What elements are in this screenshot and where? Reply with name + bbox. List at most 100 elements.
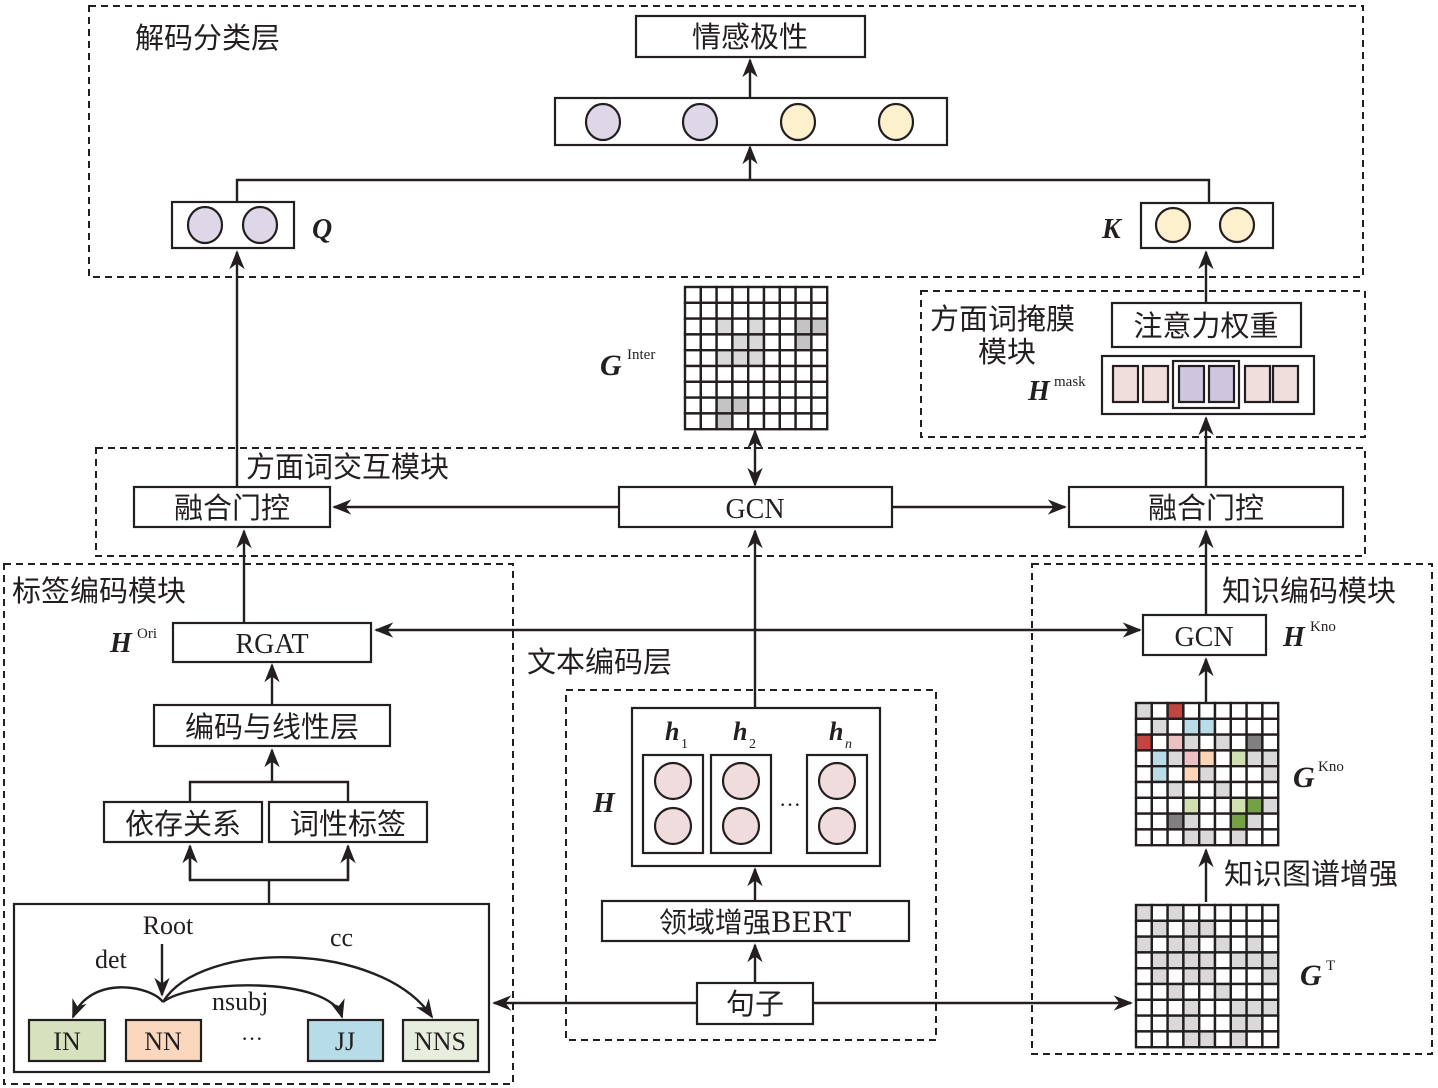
sentence-label: 句子	[726, 987, 784, 1021]
grid-cell	[1182, 935, 1201, 954]
sentiment-polarity-label: 情感极性	[692, 20, 808, 54]
qk-merge-line	[235, 178, 1211, 202]
grid-cell	[1134, 998, 1154, 1017]
output-node	[681, 102, 719, 142]
grid-cell	[699, 285, 718, 305]
grid-cell	[1134, 796, 1154, 815]
tag-nns-label: NNS	[414, 1027, 466, 1056]
grid-cell	[1197, 828, 1217, 847]
grid-cell	[810, 412, 829, 431]
grid-cell	[747, 412, 766, 431]
grid-cell	[731, 380, 750, 399]
grid-cell	[1182, 1030, 1201, 1049]
knowledge-module-label: 知识编码模块	[1222, 574, 1396, 608]
knowledge-gcn-box	[1141, 613, 1268, 657]
grid-cell	[1182, 717, 1201, 736]
dependency-box	[102, 800, 264, 844]
tag-jj-label: JJ	[335, 1027, 355, 1056]
grid-cell	[747, 285, 766, 305]
grid-cell	[1245, 935, 1264, 954]
grid-cell	[1166, 812, 1185, 831]
grid-cell	[1261, 749, 1280, 768]
grid-cell	[1245, 812, 1264, 831]
grid-cell	[778, 380, 797, 399]
grid-cell	[1150, 701, 1169, 721]
grid-cell	[731, 364, 750, 384]
h-vector-node	[721, 761, 761, 801]
grid-cell	[731, 412, 750, 431]
g-t-grid	[1134, 903, 1280, 1049]
h-vector-node	[817, 761, 857, 801]
grid-cell	[1245, 982, 1264, 1002]
grid-cell	[715, 285, 734, 305]
grid-cell	[1213, 998, 1233, 1017]
grid-cell	[715, 380, 734, 399]
g-t-superscript: T	[1326, 958, 1335, 974]
grid-cell	[1229, 967, 1248, 986]
mask-cell-pink	[1271, 364, 1300, 404]
grid-cell	[1182, 967, 1201, 986]
interaction-gcn-box	[617, 485, 894, 529]
grid-cell	[1245, 701, 1264, 721]
grid-cell	[778, 285, 797, 305]
grid-cell	[1229, 796, 1248, 815]
grid-cell	[699, 333, 718, 352]
grid-cell	[1182, 1014, 1201, 1033]
grid-cell	[1182, 982, 1201, 1002]
grid-cell	[1134, 935, 1154, 954]
grid-cell	[1213, 733, 1233, 752]
grid-cell	[810, 396, 829, 415]
grid-cell	[1261, 1014, 1280, 1033]
output-node	[877, 102, 915, 142]
text-encoding-frame	[565, 689, 937, 1041]
grid-cell	[683, 317, 703, 336]
text-encoding-label: 文本编码层	[527, 645, 672, 679]
grid-cell	[683, 380, 703, 399]
grid-cell	[1229, 765, 1248, 784]
grid-cell	[1261, 951, 1280, 970]
k-symbol: K	[1101, 214, 1123, 245]
grid-cell	[1229, 951, 1248, 970]
grid-cell	[683, 364, 703, 384]
grid-cell	[731, 317, 750, 336]
grid-cell	[1182, 919, 1201, 938]
grid-cell	[1261, 717, 1280, 736]
dep-pos-merge-line	[188, 780, 350, 802]
grid-cell	[1150, 765, 1169, 784]
grid-cell	[1134, 701, 1154, 721]
grid-cell	[1213, 780, 1233, 800]
grid-cell	[1166, 1014, 1185, 1033]
grid-cell	[1213, 796, 1233, 815]
grid-cell	[1229, 780, 1248, 800]
q-node	[186, 205, 224, 245]
grid-cell	[1150, 733, 1169, 752]
h-kno-superscript: Kno	[1310, 619, 1336, 635]
grid-cell	[731, 285, 750, 305]
output-nodes	[584, 102, 915, 142]
grid-cell	[1166, 796, 1185, 815]
h-kno-symbol: H	[1282, 622, 1306, 653]
grid-cell	[794, 285, 813, 305]
grid-cell	[1197, 780, 1217, 800]
grid-cell	[1182, 749, 1201, 768]
grid-cell	[1134, 1030, 1154, 1049]
grid-cell	[1150, 982, 1169, 1002]
grid-cell	[794, 349, 813, 368]
grid-cell	[1182, 701, 1201, 721]
grid-cell	[1229, 701, 1248, 721]
grid-cell	[1182, 903, 1201, 923]
grid-cell	[1150, 1014, 1169, 1033]
mask-cell-pink	[1141, 364, 1170, 404]
tag-nns-box	[401, 1018, 480, 1063]
grid-cell	[1150, 828, 1169, 847]
mask-cell-pink	[1243, 364, 1272, 404]
grid-cell	[747, 380, 766, 399]
grid-cell	[683, 349, 703, 368]
grid-cell	[1150, 935, 1169, 954]
grid-cell	[794, 412, 813, 431]
g-kno-superscript: Kno	[1318, 759, 1344, 775]
grid-cell	[1166, 903, 1185, 923]
grid-cell	[1213, 1030, 1233, 1049]
